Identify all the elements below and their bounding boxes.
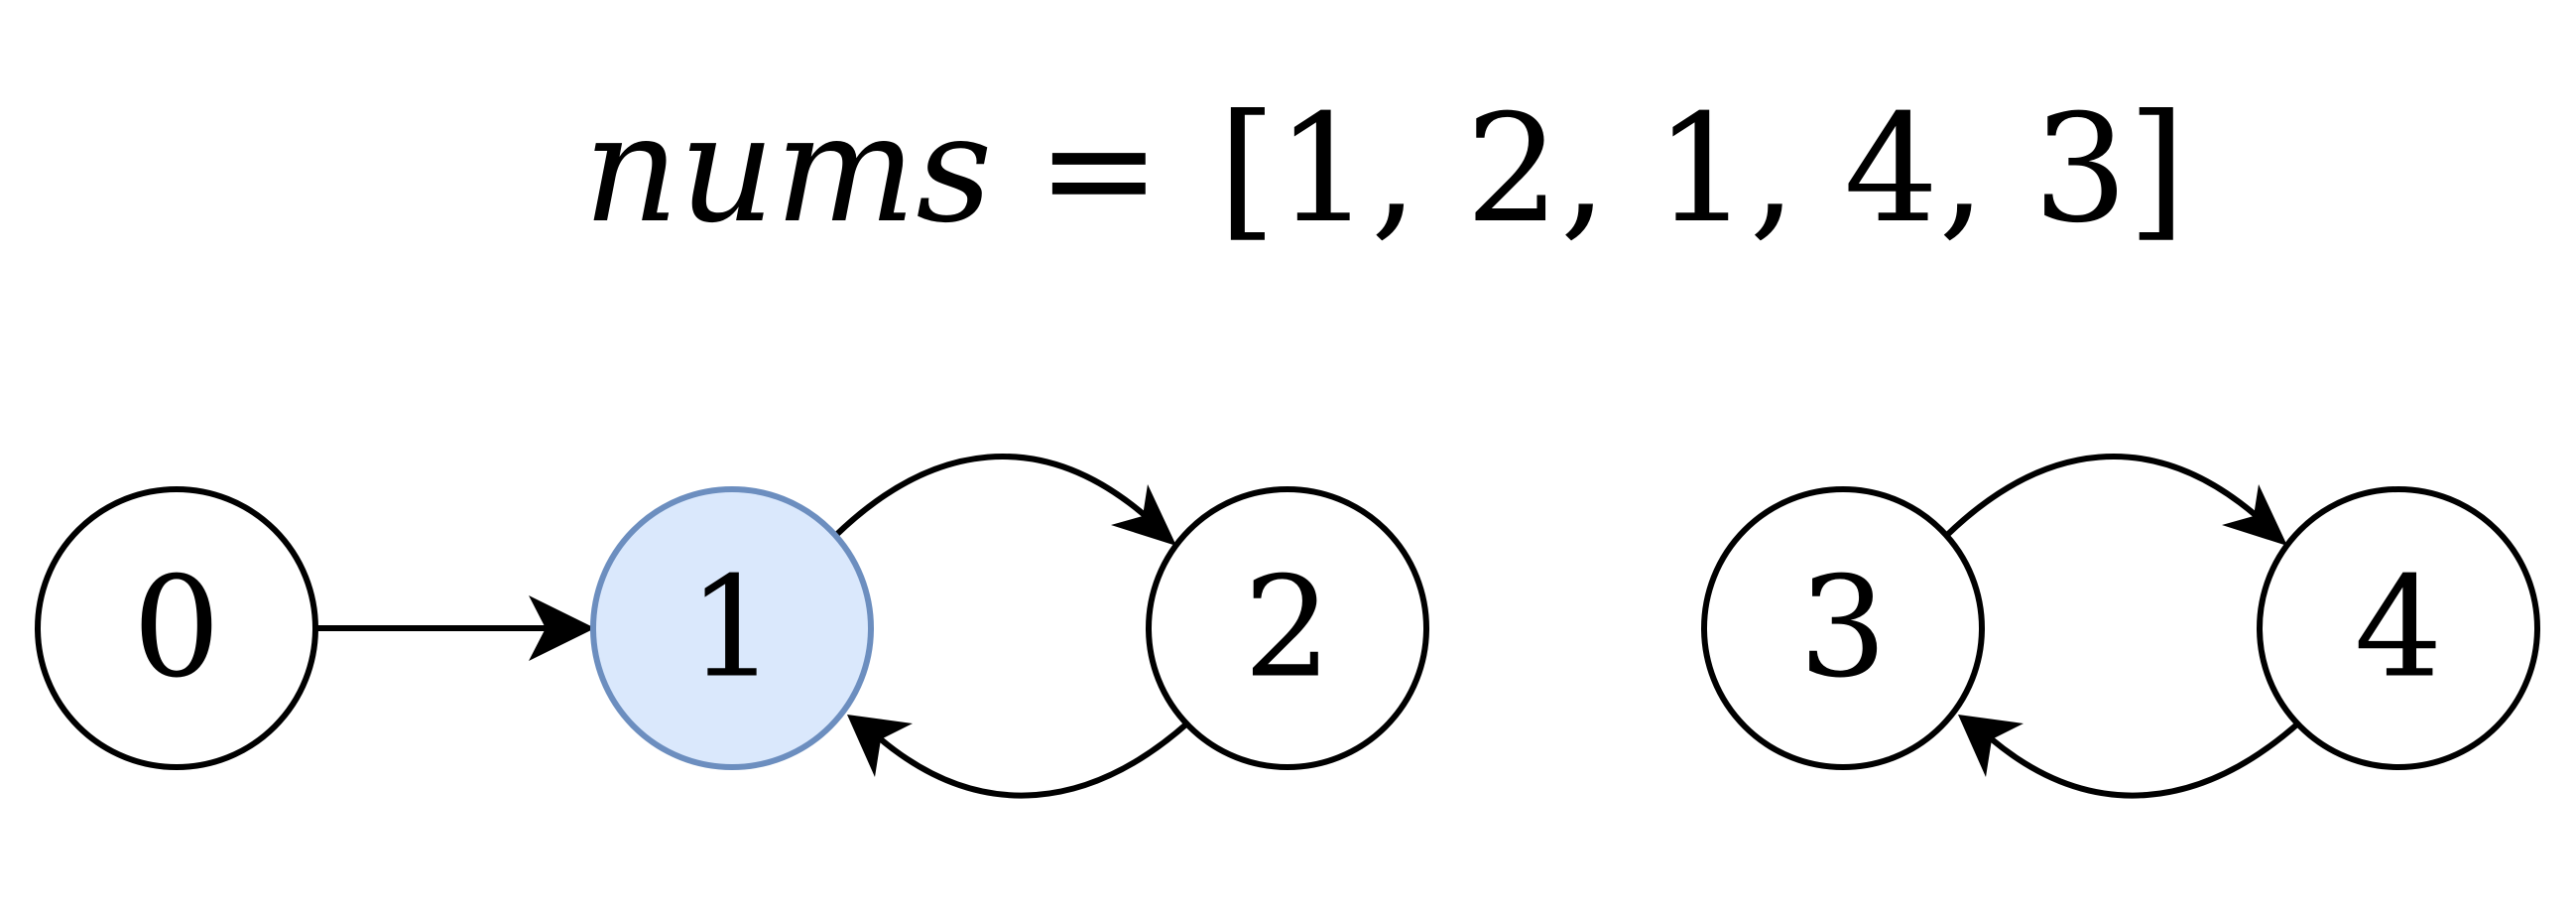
edge-3-to-4 bbox=[1943, 454, 2287, 546]
node-1-circle bbox=[590, 486, 874, 770]
edge-1-to-2 bbox=[832, 454, 1176, 546]
node-2-circle bbox=[1146, 486, 1429, 770]
edge-2-to-1 bbox=[847, 715, 1190, 799]
node-1-label: 1 bbox=[687, 548, 776, 710]
nodes: 0 1 2 3 4 bbox=[35, 486, 2540, 770]
equation-list: [1, 2, 1, 4, 3] bbox=[1218, 83, 2186, 256]
node-4-label: 4 bbox=[2354, 548, 2442, 710]
node-2: 2 bbox=[1146, 486, 1429, 770]
equation: nums = [1, 2, 1, 4, 3] bbox=[583, 83, 2186, 256]
edge-0-to-1 bbox=[315, 595, 595, 661]
node-4-circle bbox=[2257, 486, 2540, 770]
node-3-circle bbox=[1701, 486, 1985, 770]
node-2-label: 2 bbox=[1243, 548, 1331, 710]
node-3: 3 bbox=[1701, 486, 1985, 770]
node-0-label: 0 bbox=[132, 548, 220, 710]
node-3-label: 3 bbox=[1798, 548, 1887, 710]
node-4: 4 bbox=[2257, 486, 2540, 770]
node-1: 1 bbox=[590, 486, 874, 770]
equation-variable: nums bbox=[583, 83, 992, 256]
equation-equals: = bbox=[1037, 83, 1162, 256]
node-0: 0 bbox=[35, 486, 318, 770]
edges bbox=[315, 454, 2301, 799]
edge-4-to-3 bbox=[1958, 715, 2301, 799]
node-0-circle bbox=[35, 486, 318, 770]
